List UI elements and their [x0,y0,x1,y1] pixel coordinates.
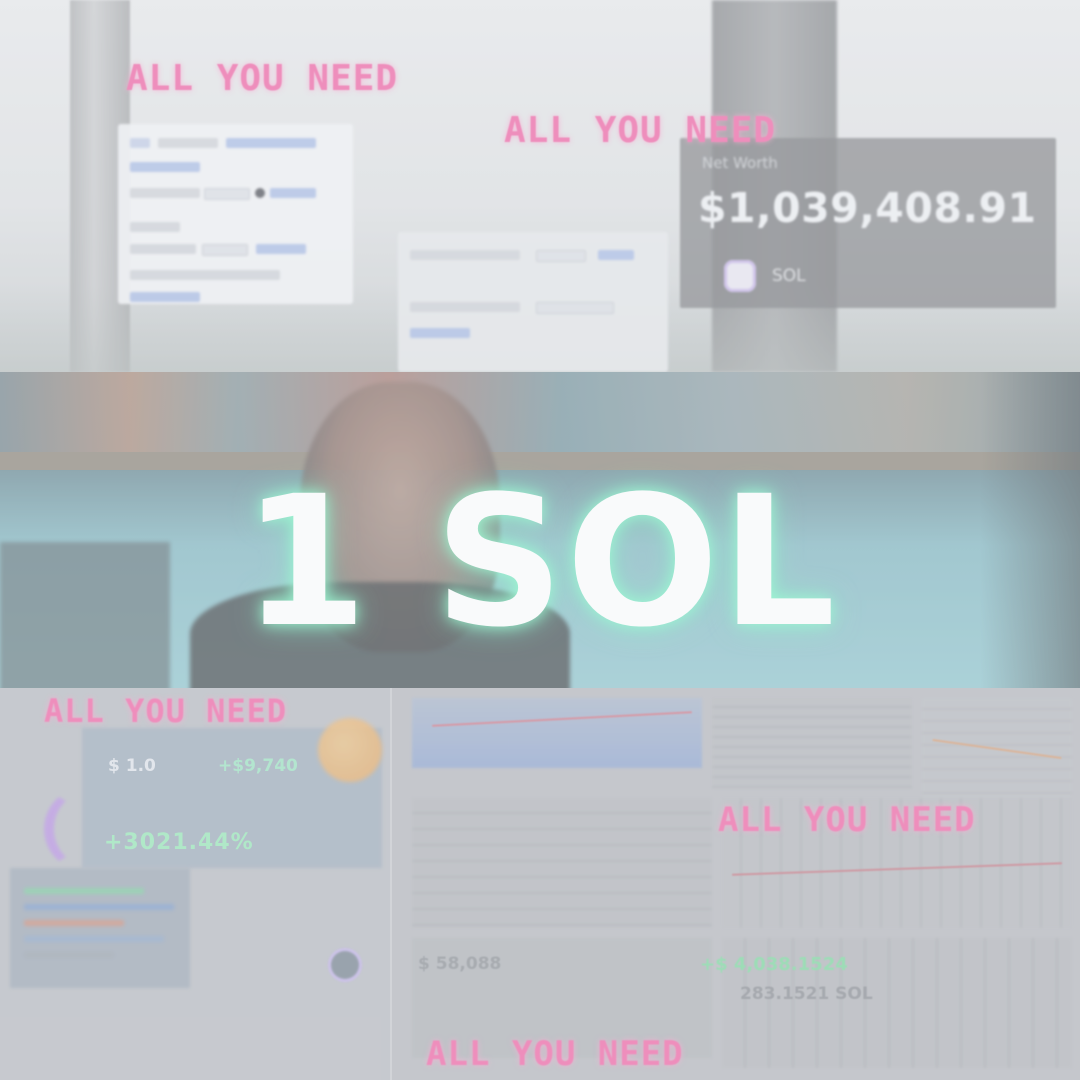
placeholder-link [226,138,316,148]
bar [24,920,124,926]
bar [24,952,114,958]
placeholder-field [536,302,614,314]
placeholder-field [204,188,250,200]
bar [24,936,164,942]
tagline-overlay: ALL YOU NEED [426,1034,684,1074]
right-shadow [980,372,1080,688]
stat-green-value: +$ 4,038.1524 [700,954,848,975]
net-worth-label: Net Worth [702,154,778,172]
lower-left-panel [412,938,712,1058]
placeholder-link [270,188,316,198]
transfer-icon [130,138,150,148]
tagline-overlay: ALL YOU NEED [718,800,976,840]
bar [24,888,144,894]
placeholder-line [130,188,200,198]
order-book [712,698,912,788]
bottom-panel: $ 1.0 +$9,740 +3021.44% $ 58,088 [0,688,1080,1080]
monitor-left: $ 1.0 +$9,740 +3021.44% [0,688,390,1080]
chart-area-blue [412,698,702,768]
stat-grey-value: 283.1521 SOL [740,984,873,1004]
transfer-card [118,124,353,304]
person-body [190,582,570,688]
net-worth-value: $1,039,408.91 [698,184,1037,232]
candles-panel [412,798,712,928]
purple-arc-icon [44,788,124,870]
tagline-overlay: ALL YOU NEED [44,692,288,730]
solana-token-icon [328,948,362,982]
trading-charts [392,688,1080,1080]
stat-small-b: +$9,740 [218,756,298,776]
placeholder-line [410,250,520,260]
stat-small-a: $ 1.0 [108,756,156,776]
placeholder-line [130,222,180,232]
token-dot-icon [255,188,265,198]
headset-stand [0,542,170,688]
middle-panel: 1 SOL [0,372,1080,688]
laptop-screen [10,868,190,988]
lower-right-panel [722,938,1072,1068]
placeholder-line [130,270,280,280]
shelf [0,452,1080,470]
placeholder-field [202,244,248,256]
net-worth-panel: Net Worth $1,039,408.91 SOL [680,138,1056,308]
stat-left-value: $ 58,088 [418,954,502,974]
net-worth-token-label: SOL [772,266,806,286]
top-panel: Net Worth $1,039,408.91 SOL ALL YOU NEED… [0,0,1080,372]
swap-card [398,232,668,372]
placeholder-link [130,292,200,302]
solana-token-icon [724,260,756,292]
placeholder-link [598,250,634,260]
orange-orb-icon [318,718,382,782]
shelf-items [0,372,1080,452]
tagline-overlay: ALL YOU NEED [504,110,777,151]
placeholder-line [410,302,520,312]
percent-change: +3021.44% [104,830,254,855]
placeholder-link [410,328,470,338]
placeholder-line [130,244,196,254]
tagline-overlay: ALL YOU NEED [126,58,399,99]
placeholder-line [158,138,218,148]
headline: 1 SOL [242,458,838,667]
placeholder-link [130,162,200,172]
placeholder-field [536,250,586,262]
placeholder-link [256,244,306,254]
bar [24,904,174,910]
